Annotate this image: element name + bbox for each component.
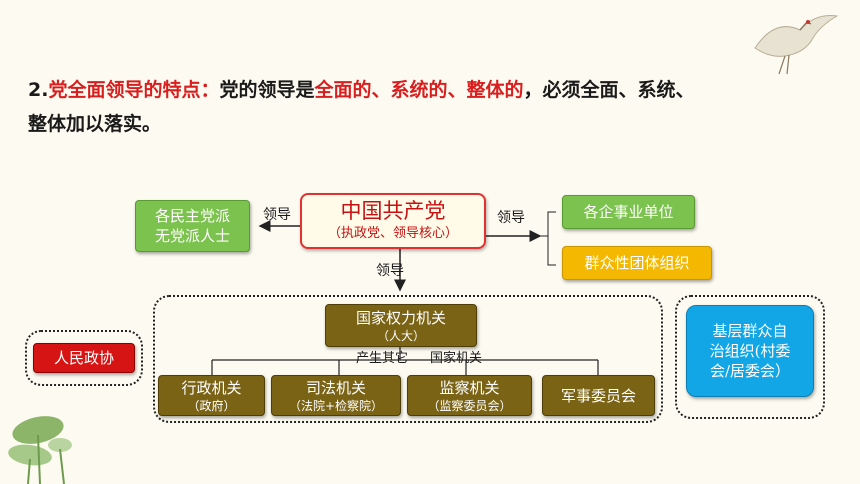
cppcc-label: 人民政协 [53, 349, 114, 367]
organ-subtitle: （法院+检察院） [288, 398, 384, 413]
enterprises-box: 各企事业单位 [562, 195, 695, 229]
organ-name: 行政机关 [181, 378, 242, 397]
npc-subtitle: （人大） [376, 328, 425, 343]
grassroots-line-2: 治组织(村委 [709, 342, 791, 360]
lotus-leaf-decoration [8, 416, 72, 484]
party-name: 中国共产党 [340, 199, 446, 223]
heading-text-1: 党的领导是 [219, 79, 315, 101]
enterprises-label: 各企事业单位 [583, 203, 674, 221]
democratic-parties-box: 各民主党派 无党派人士 [135, 200, 250, 252]
grassroots-frame [675, 295, 825, 419]
heading-title: 党全面领导的特点： [48, 79, 220, 101]
organ-subtitle: （政府） [187, 398, 236, 413]
organ-name: 军事委员会 [560, 386, 636, 405]
democratic-parties-line-2: 无党派人士 [154, 227, 230, 245]
supervisory-organ-box: 监察机关 （监察委员会） [407, 375, 532, 416]
administrative-organ-box: 行政机关 （政府） [158, 375, 265, 416]
organ-name: 监察机关 [439, 378, 500, 397]
mass-organizations-label: 群众性团体组织 [584, 254, 690, 272]
grassroots-box: 基层群众自 治组织(村委 会/居委会） [686, 305, 814, 397]
judicial-organ-box: 司法机关 （法院+检察院） [271, 375, 401, 416]
lead-label-left: 领导 [263, 207, 291, 223]
heading-text-2: ，必须全面、系统、 [523, 79, 695, 101]
npc-box: 国家权力机关 （人大） [325, 304, 477, 347]
state-organs-label: 国家机关 [430, 351, 483, 366]
crane-decoration [754, 15, 839, 75]
state-organs-frame [153, 295, 663, 423]
section-heading: 2.党全面领导的特点：党的领导是全面的、系统的、整体的，必须全面、系统、 整体加… [28, 73, 828, 141]
organ-subtitle: （监察委员会） [427, 398, 512, 413]
heading-number: 2. [28, 79, 49, 101]
produce-label: 产生其它 [356, 351, 409, 366]
cppcc-box: 人民政协 [33, 343, 135, 373]
organ-name: 司法机关 [305, 378, 366, 397]
npc-name: 国家权力机关 [355, 308, 446, 327]
cppcc-frame [25, 330, 143, 386]
lead-label-right: 领导 [497, 210, 525, 226]
party-box: 中国共产党 （执政党、领导核心） [300, 193, 486, 249]
heading-emphasis: 全面的、系统的、整体的 [314, 79, 524, 101]
party-subtitle: （执政党、领导核心） [327, 226, 458, 241]
grassroots-line-1: 基层群众自 [712, 322, 788, 340]
military-commission-box: 军事委员会 [542, 375, 655, 416]
lead-label-down: 领导 [376, 263, 404, 279]
grassroots-line-3: 会/居委会） [709, 362, 791, 380]
democratic-parties-line-1: 各民主党派 [154, 207, 230, 225]
heading-line-2: 整体加以落实。 [28, 113, 162, 135]
mass-organizations-box: 群众性团体组织 [562, 246, 712, 280]
